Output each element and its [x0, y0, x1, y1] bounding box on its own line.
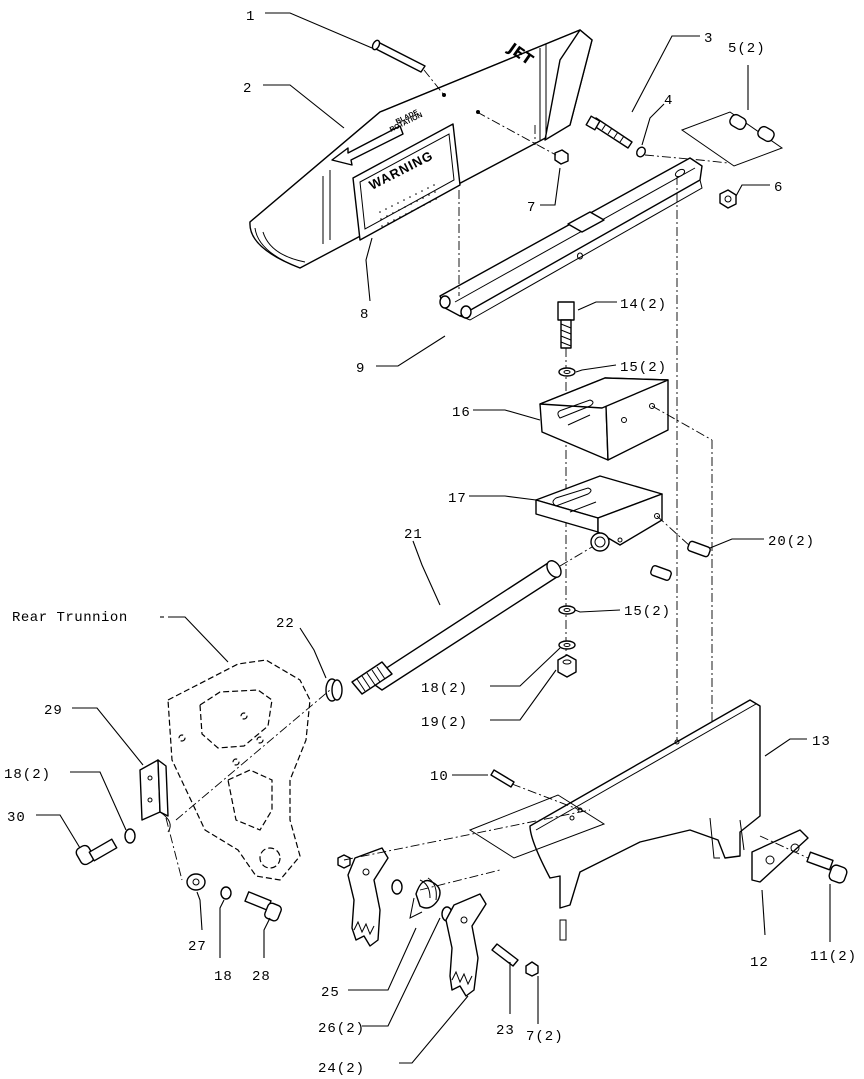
washer-part-4: [636, 146, 646, 158]
callout-26: 26(2): [318, 1021, 365, 1037]
bolt-part-30: [75, 838, 118, 866]
spacer-part-26-left: [391, 879, 403, 895]
pin-part-10: [490, 769, 515, 788]
pin-part-1: [371, 39, 426, 73]
splitter-plate-part-13: [529, 699, 761, 941]
spring-part-25: [409, 877, 441, 919]
callout-2: 2: [243, 81, 252, 97]
callout-8: 8: [360, 307, 369, 323]
callout-15-lower: 15(2): [624, 604, 671, 620]
callout-11: 11(2): [810, 949, 857, 965]
pawl-part-24-left: [347, 847, 389, 947]
washer-part-18-left: [124, 828, 136, 844]
rod-part-21: [351, 560, 562, 695]
callout-10: 10: [430, 769, 449, 785]
callout-30: 30: [7, 810, 26, 826]
bolt-part-11: [806, 851, 848, 884]
callout-7-lower: 7(2): [526, 1029, 564, 1045]
leader-lines: [36, 12, 831, 1064]
callout-13: 13: [812, 734, 831, 750]
nut-part-6: [719, 189, 737, 209]
callout-14: 14(2): [620, 297, 667, 313]
callout-29: 29: [44, 703, 63, 719]
callout-27: 27: [188, 939, 207, 955]
blade-rotation-arrow: [331, 125, 404, 166]
bolt-part-28: [244, 891, 282, 922]
callout-18-mid: 18(2): [421, 681, 468, 697]
callout-18-right: 18: [214, 969, 233, 985]
blade-guard: JET BLADE ROTATION WARNING: [249, 29, 593, 269]
rear-trunnion-label: Rear Trunnion: [12, 610, 128, 626]
callout-23: 23: [496, 1023, 515, 1039]
callout-17: 17: [448, 491, 467, 507]
pin-part-23: [491, 943, 519, 967]
callout-6: 6: [774, 180, 783, 196]
callout-20: 20(2): [768, 534, 815, 550]
callout-7: 7: [527, 200, 536, 216]
washer-part-18-right: [220, 886, 232, 900]
bracket-part-16: [539, 377, 669, 461]
callout-9: 9: [356, 361, 365, 377]
callout-21: 21: [404, 527, 423, 543]
nut-part-7: [554, 149, 569, 165]
bolt-part-14: [557, 301, 575, 349]
callout-1: 1: [246, 9, 255, 25]
callout-12: 12: [750, 955, 769, 971]
support-arm: [439, 157, 703, 321]
washer-part-27: [186, 873, 206, 891]
spacer-part-5: [680, 111, 784, 167]
set-screw-part-20: [650, 515, 711, 581]
callout-16: 16: [452, 405, 471, 421]
callout-25: 25: [321, 985, 340, 1001]
bracket-part-29: [139, 759, 171, 833]
callout-4: 4: [664, 93, 673, 109]
pawl-part-24-right: [445, 893, 487, 997]
screw-part-3: [585, 115, 633, 149]
washer-part-18-mid: [558, 640, 576, 650]
nut-part-7-left: [337, 854, 351, 869]
callout-24: 24(2): [318, 1061, 365, 1077]
rear-trunnion: [167, 659, 311, 881]
nut-part-7-right: [525, 961, 539, 977]
callout-15-upper: 15(2): [620, 360, 667, 376]
washer-part-15-upper: [558, 367, 576, 377]
callout-3: 3: [704, 31, 713, 47]
callout-5: 5(2): [728, 41, 766, 57]
washer-part-15-lower: [558, 605, 576, 615]
washer-part-22: [325, 678, 343, 702]
nut-part-19: [557, 654, 577, 678]
callout-28: 28: [252, 969, 271, 985]
callout-19: 19(2): [421, 715, 468, 731]
callout-22: 22: [276, 616, 295, 632]
bracket-part-17: [535, 475, 663, 552]
plate-part-12: [751, 829, 809, 883]
callout-18-left: 18(2): [4, 767, 51, 783]
